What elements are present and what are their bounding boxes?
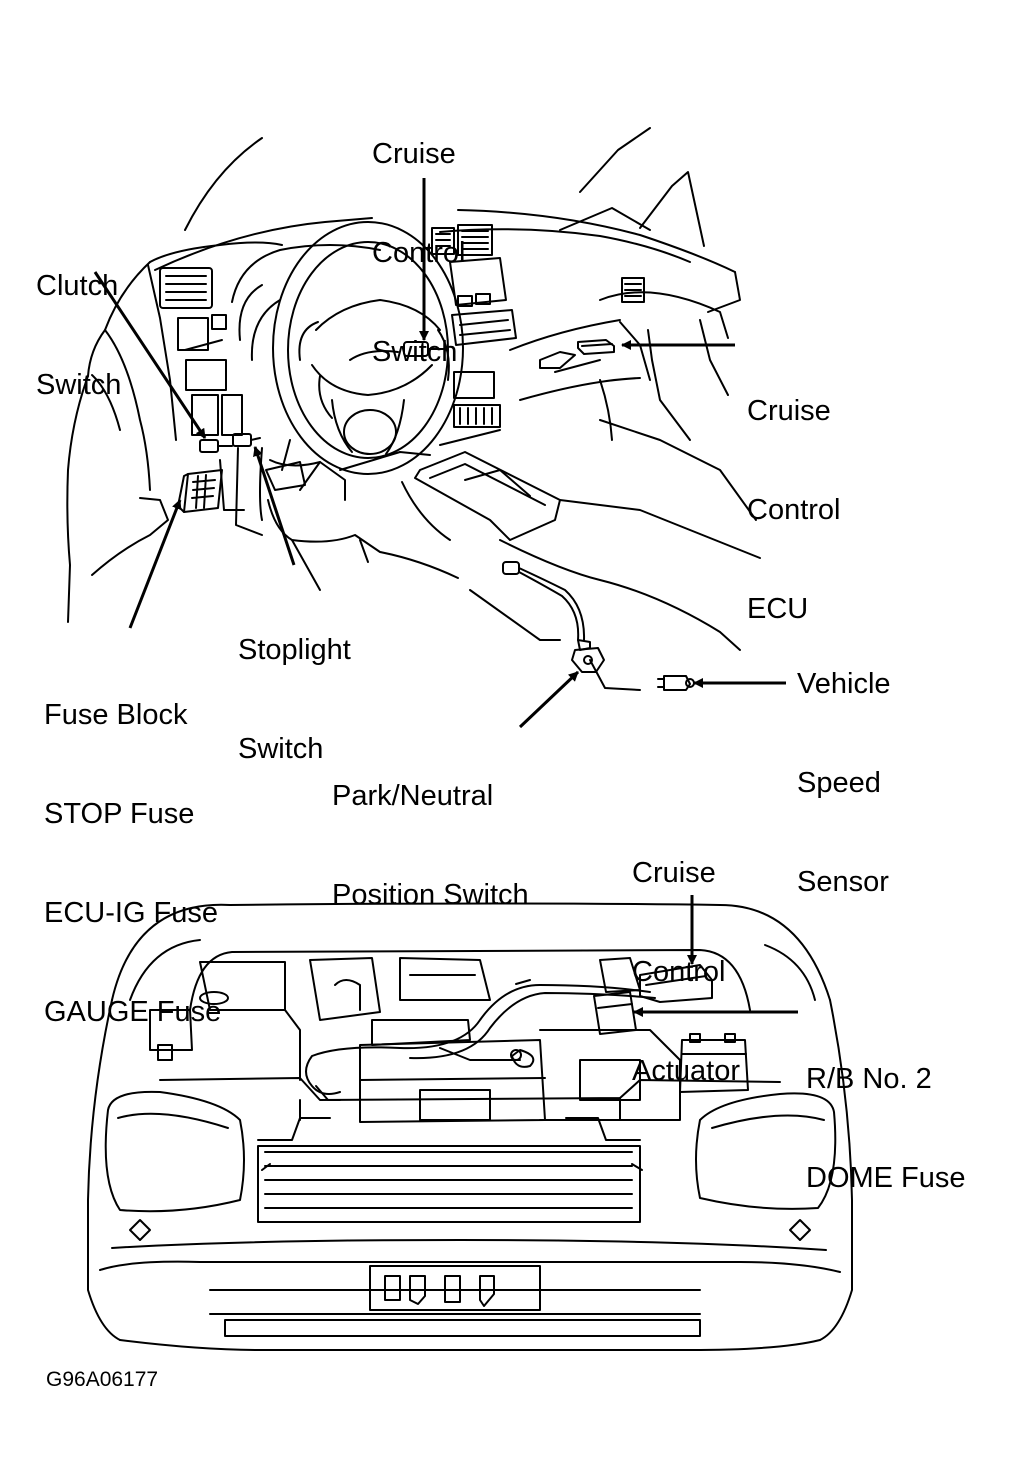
park-neutral-switch-label: Park/Neutral Position Switch [332,714,529,945]
label-line: DOME Fuse [806,1162,966,1194]
label-line: GAUGE Fuse [44,996,222,1028]
label-line: Stoplight [238,634,351,666]
label-line: Clutch [36,270,119,302]
stoplight-switch-arrow [253,446,296,566]
stoplight-switch-label: Stoplight Switch [238,568,351,799]
label-line: ECU-IG Fuse [44,897,219,929]
park-neutral-switch-arrow [518,670,580,729]
cruise-control-switch-label: Cruise Control Switch [372,72,466,402]
label-line: Sensor [797,866,889,898]
label-line: Cruise [747,395,831,427]
label-line: Vehicle [797,668,891,700]
figure-code: G96A06177 [46,1368,159,1391]
cruise-control-actuator-label: Cruise Control Actuator [632,791,740,1121]
label-line: Park/Neutral [332,780,494,812]
callout-arrows [93,178,798,1017]
fuse-block-arrow [128,499,182,629]
label-line: R/B No. 2 [806,1063,932,1095]
engine-bay-drawing [87,902,853,1351]
label-line: Fuse Block [44,699,188,731]
label-line: Speed [797,767,881,799]
label-line: Cruise [372,138,456,170]
label-line: ECU [747,593,809,625]
label-line: Switch [238,733,324,765]
label-line: Cruise [632,857,716,889]
clutch-switch-label: Clutch Switch [36,204,121,435]
vehicle-speed-sensor-label: Vehicle Speed Sensor [797,602,891,932]
label-line: Position Switch [332,879,529,911]
fuse-block-label: Fuse Block STOP Fuse ECU-IG Fuse GAUGE F… [44,633,221,1062]
rb-no2-dome-fuse-label: R/B No. 2 DOME Fuse [806,997,966,1228]
label-line: Actuator [632,1055,740,1087]
clutch-switch-arrow [93,271,207,439]
label-line: STOP Fuse [44,798,195,830]
dashboard-drawing [66,127,761,691]
label-line: Control [372,237,466,269]
cruise-control-ecu-label: Cruise Control ECU [747,329,841,659]
label-line: Control [632,956,726,988]
label-line: Switch [36,369,122,401]
label-line: Control [747,494,841,526]
label-line: Switch [372,336,458,368]
